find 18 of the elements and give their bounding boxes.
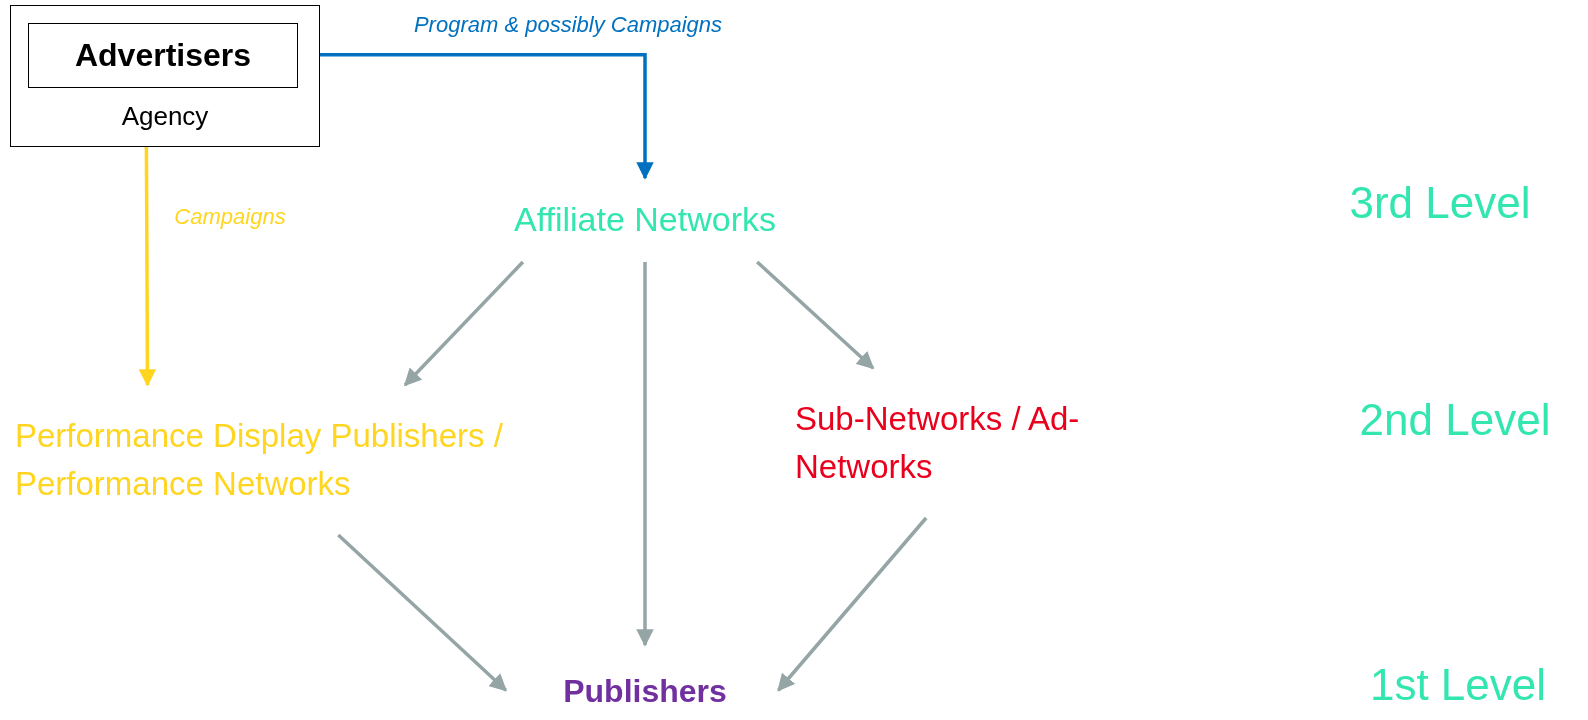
agency-box	[10, 5, 320, 147]
node-label: Affiliate Networks	[514, 199, 776, 241]
arrow	[138, 147, 157, 387]
level-label: 2nd Level	[1359, 395, 1551, 445]
arrow	[636, 262, 654, 647]
node-label: Sub-Networks / Ad-Networks	[795, 399, 1081, 487]
arrow	[320, 52, 654, 180]
level-label: 1st Level	[1369, 660, 1547, 710]
advertisers-label: Advertisers	[74, 36, 252, 76]
advertisers-box	[28, 23, 298, 88]
arrow	[756, 260, 875, 370]
arrow	[777, 516, 928, 692]
node-label: Performance Display Publishers / Performance Networks	[15, 416, 504, 504]
node-label: Publishers	[563, 672, 727, 712]
arrow	[337, 533, 508, 692]
arrow	[403, 260, 525, 387]
agency-label: Agency	[121, 100, 209, 134]
level-label: 3rd Level	[1349, 178, 1531, 228]
